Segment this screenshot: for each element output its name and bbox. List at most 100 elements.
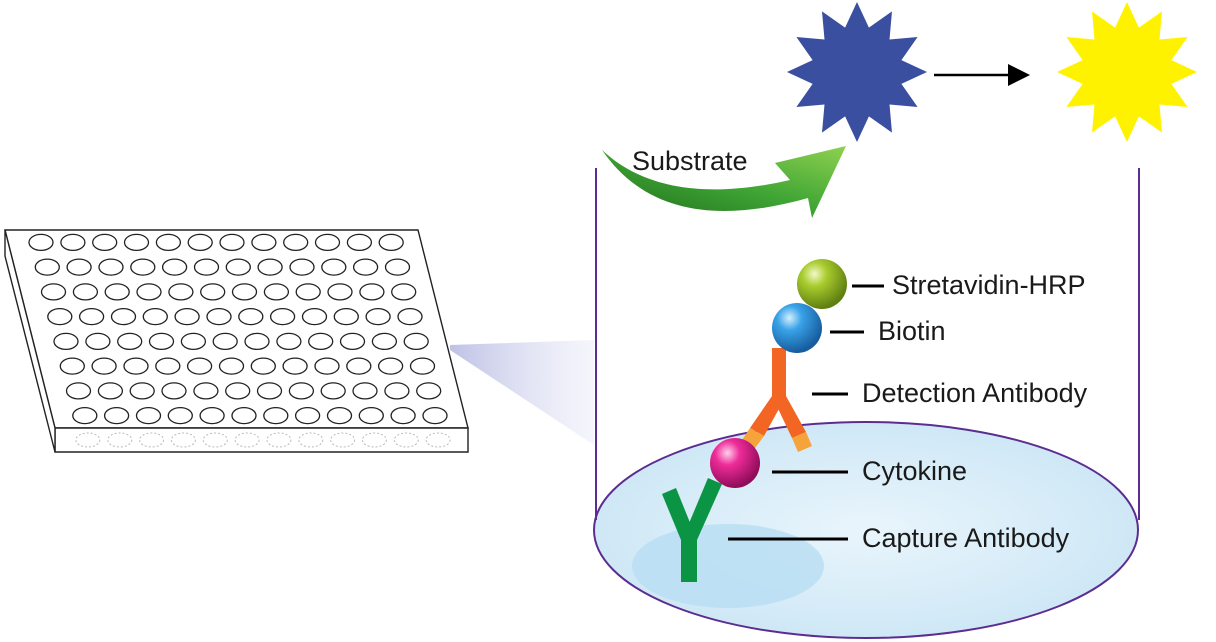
well-bottom-shade	[632, 524, 824, 608]
plate-well	[199, 406, 225, 425]
plate-well	[53, 332, 79, 351]
plate-well	[104, 283, 130, 301]
plate-well	[295, 283, 321, 301]
plate-well	[391, 283, 417, 301]
zoom-beam	[450, 340, 594, 445]
plate-well	[65, 382, 92, 400]
capture-antibody	[662, 478, 722, 582]
plate-well	[103, 406, 130, 425]
streptavidin-hrp-ball	[797, 259, 847, 309]
plate-well	[218, 357, 245, 375]
plate-well	[384, 382, 410, 400]
plate-well	[117, 332, 143, 351]
plate-well	[384, 258, 411, 276]
plate-well	[238, 307, 264, 326]
plate-well	[283, 233, 309, 252]
plate-well	[346, 233, 373, 252]
plate-front-well	[266, 432, 292, 448]
plate-well	[123, 233, 150, 252]
plate-well	[289, 258, 315, 276]
substrate-star-blue	[787, 2, 927, 142]
plate-well	[321, 258, 347, 276]
plate-well	[193, 258, 220, 276]
plate-well	[129, 382, 155, 400]
plate-well	[219, 233, 245, 252]
plate-well	[409, 357, 436, 375]
plate-well	[308, 332, 334, 351]
plate-well	[98, 258, 124, 276]
plate-well	[142, 307, 168, 326]
plate-well	[301, 307, 328, 326]
product-star-yellow	[1057, 2, 1197, 142]
plate-front-well	[139, 432, 165, 448]
plate-well	[66, 258, 92, 276]
plate-front-wells	[75, 432, 451, 448]
plate-well	[333, 307, 359, 326]
plate-well	[60, 233, 86, 252]
plate-well	[212, 332, 238, 351]
plate-well	[40, 283, 67, 301]
plate-well	[161, 258, 188, 276]
plate-well	[257, 258, 283, 276]
plate-front-well	[393, 432, 419, 448]
plate-well	[422, 406, 448, 425]
plate-well	[327, 283, 353, 301]
plate-front-well	[234, 432, 260, 448]
biotin-label: Biotin	[878, 316, 946, 346]
plate-front	[54, 427, 469, 453]
plate-well	[269, 307, 296, 326]
plate-well	[180, 332, 207, 351]
substrate-arrow	[602, 146, 846, 218]
plate-well	[28, 233, 54, 252]
plate-well	[352, 382, 378, 400]
plate-well	[365, 307, 391, 326]
plate-well	[390, 406, 416, 425]
plate-well	[282, 357, 308, 375]
plate-well	[314, 233, 341, 252]
plate-well	[346, 357, 372, 375]
plate-front-well	[425, 432, 451, 448]
cytokine-ball	[710, 438, 760, 488]
plate-well	[187, 233, 213, 252]
plate-well	[174, 307, 200, 326]
plate-well	[155, 357, 181, 375]
plate-well	[250, 357, 276, 375]
plate-well	[339, 332, 366, 351]
plate-well	[320, 382, 346, 400]
plate-well	[314, 357, 340, 375]
biotin-ball	[772, 303, 822, 353]
plate-well	[168, 283, 194, 301]
plate-well	[135, 406, 162, 425]
plate-side	[4, 229, 56, 453]
plate-front-well	[107, 432, 133, 448]
plate-well	[47, 307, 73, 326]
plate-well	[352, 258, 379, 276]
plate-well	[416, 382, 442, 400]
plate-front-well	[202, 432, 228, 448]
plate-well	[97, 382, 124, 400]
plate-front-well	[298, 432, 324, 448]
plate-well	[123, 357, 149, 375]
plate-well	[225, 258, 251, 276]
plate-front-well	[170, 432, 196, 448]
plate-well	[78, 307, 105, 326]
plate-well	[85, 332, 111, 351]
plate-well	[288, 382, 315, 400]
plate-front-well	[330, 432, 356, 448]
detection-antibody-label: Detection Antibody	[862, 378, 1088, 408]
plate-well	[403, 332, 429, 351]
cytokine-label: Cytokine	[862, 456, 968, 486]
plate-well	[377, 357, 404, 375]
plate-well	[130, 258, 156, 276]
plate-well	[231, 283, 258, 301]
plate-well	[206, 307, 232, 326]
plate-well	[231, 406, 257, 425]
plate-well	[148, 332, 175, 351]
plate-well	[161, 382, 187, 400]
plate-well	[397, 307, 423, 326]
plate-well	[59, 357, 85, 375]
plate-well	[34, 258, 60, 276]
plate-well	[225, 382, 251, 400]
plate-well	[193, 382, 219, 400]
plate-well	[110, 307, 137, 326]
